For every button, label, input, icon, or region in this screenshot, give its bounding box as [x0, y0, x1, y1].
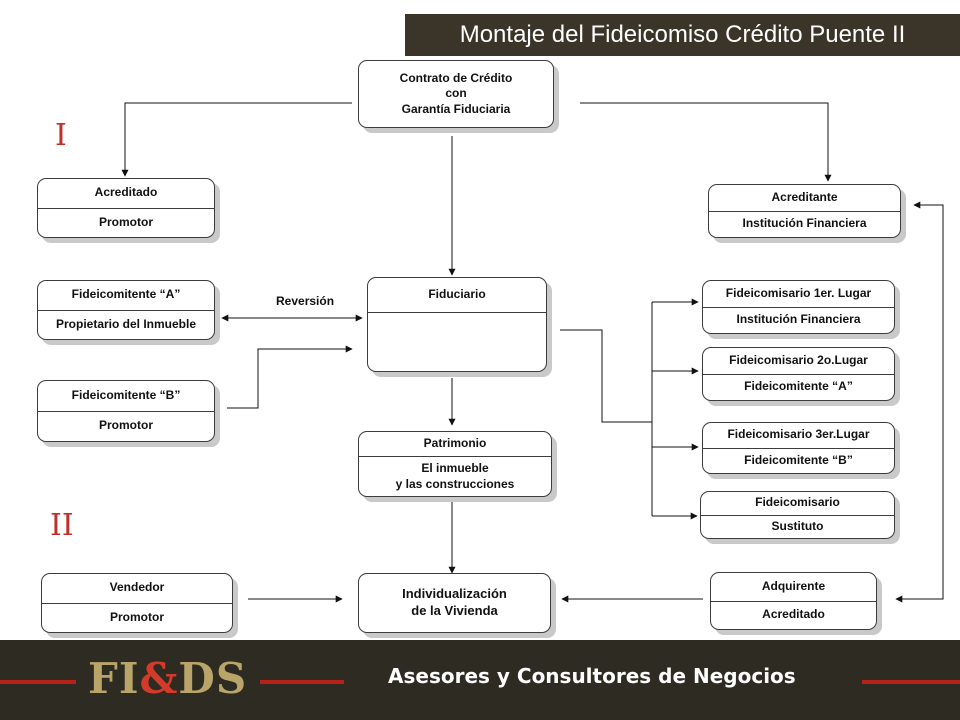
node-fideicomisario-3-role: Fideicomisario 3er.Lugar	[727, 427, 870, 442]
node-contrato-de-credito: Contrato de Crédito con Garantía Fiducia…	[358, 60, 554, 128]
node-acreditante-party: Institución Financiera	[709, 210, 900, 238]
node-vendedor-party: Promotor	[42, 602, 232, 633]
node-individualizacion-label: Individualización de la Vivienda	[402, 586, 507, 618]
node-acreditado: Acreditado Promotor	[37, 178, 215, 238]
edge-contrato-acreditante	[580, 102, 832, 182]
logo-text-right: DS	[178, 654, 248, 703]
edge-fideicomitente-b-fiduciario	[227, 345, 353, 409]
node-fiduciario: Fiduciario	[367, 277, 547, 372]
logo-ampersand: &	[139, 654, 179, 703]
node-fideicomitente-b-role: Fideicomitente “B”	[71, 387, 181, 402]
node-patrimonio: Patrimonio El inmueble y las construccio…	[358, 431, 552, 497]
node-fideicomitente-a-party: Propietario del Inmueble	[38, 309, 214, 340]
footer-bar	[0, 640, 960, 720]
node-fideicomitente-b-party: Promotor	[38, 410, 214, 442]
node-fideicomisario-s-party: Sustituto	[701, 514, 894, 539]
node-patrimonio-role: Patrimonio	[423, 436, 487, 451]
edge-contrato-acreditado	[121, 102, 352, 177]
node-fideicomisario-s-role: Fideicomisario	[755, 495, 840, 510]
page-title: Montaje del Fideicomiso Crédito Puente I…	[405, 14, 960, 56]
node-fideicomisario-2-role: Fideicomisario 2o.Lugar	[729, 352, 868, 367]
node-individualizacion: Individualización de la Vivienda	[358, 573, 551, 633]
node-acreditado-party: Promotor	[38, 207, 214, 238]
node-fideicomisario-1: Fideicomisario 1er. Lugar Institución Fi…	[702, 280, 895, 334]
node-fiduciario-role: Fiduciario	[428, 287, 486, 302]
node-fiduciario-body	[368, 312, 546, 371]
footer-rule-right	[862, 680, 960, 684]
node-vendedor: Vendedor Promotor	[41, 573, 233, 633]
node-fideicomitente-a-role: Fideicomitente “A”	[71, 287, 181, 302]
node-vendedor-role: Vendedor	[109, 580, 165, 595]
node-fideicomisario-3: Fideicomisario 3er.Lugar Fideicomitente …	[702, 422, 895, 474]
node-fideicomisario-2-party: Fideicomitente “A”	[703, 373, 894, 401]
node-acreditante: Acreditante Institución Financiera	[708, 184, 901, 238]
node-fideicomitente-b: Fideicomitente “B” Promotor	[37, 380, 215, 442]
connector-lines	[121, 102, 944, 603]
edge-label-reversion: Reversión	[276, 294, 335, 308]
node-fideicomisario-3-party: Fideicomitente “B”	[703, 447, 894, 474]
node-fideicomitente-a: Fideicomitente “A” Propietario del Inmue…	[37, 280, 215, 340]
section-two-marker: II	[50, 508, 74, 543]
edge-adquirente-acreditante	[895, 201, 944, 603]
node-adquirente: Adquirente Acreditado	[710, 572, 877, 630]
node-fideicomisario-1-role: Fideicomisario 1er. Lugar	[725, 285, 872, 300]
footer-rule-left	[0, 680, 76, 684]
section-one-marker: I	[55, 118, 67, 153]
company-logo: FI&DS	[88, 654, 247, 703]
node-fideicomisario-sustituto: Fideicomisario Sustituto	[700, 491, 895, 539]
edge-fiduciario-fideicomisarios	[560, 329, 652, 423]
node-adquirente-role: Adquirente	[761, 578, 826, 593]
node-acreditado-role: Acreditado	[94, 185, 158, 200]
node-fideicomisario-1-party: Institución Financiera	[703, 306, 894, 334]
node-fideicomisario-2: Fideicomisario 2o.Lugar Fideicomitente “…	[702, 347, 895, 401]
logo-text-left: FI	[88, 654, 140, 703]
node-adquirente-party: Acreditado	[711, 600, 876, 630]
company-tagline: Asesores y Consultores de Negocios	[388, 664, 796, 688]
node-contrato-label: Contrato de Crédito con Garantía Fiducia…	[399, 70, 513, 116]
footer-rule-middle	[260, 680, 344, 684]
node-patrimonio-content: El inmueble y las construcciones	[359, 456, 551, 496]
node-acreditante-role: Acreditante	[771, 189, 838, 204]
